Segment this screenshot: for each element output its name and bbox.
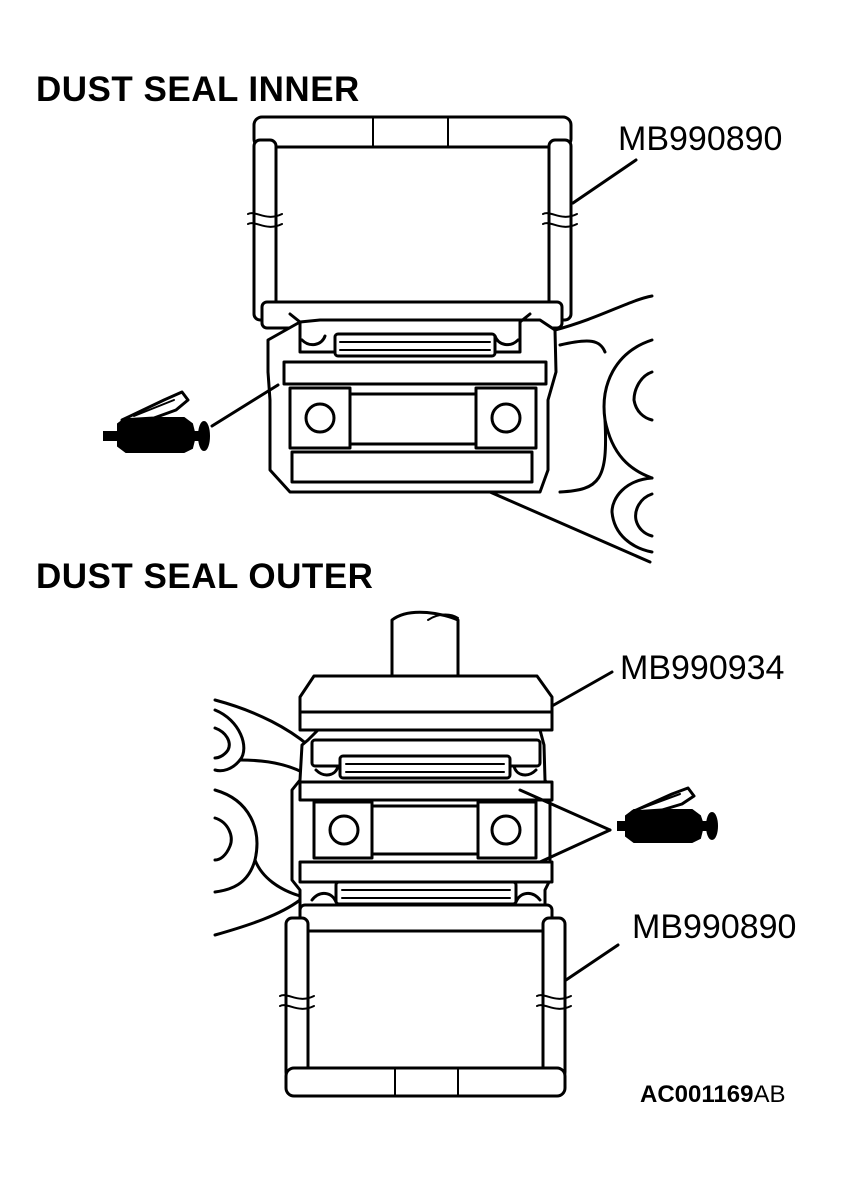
knuckle-arm-outer — [213, 698, 310, 937]
figure-id-code: AC001169 — [640, 1081, 754, 1108]
installer-tool-outer-top — [298, 610, 554, 732]
grease-leader-outer-lower — [538, 828, 612, 864]
grease-leader-inner — [210, 383, 280, 428]
grease-gun-icon — [617, 786, 718, 843]
inner-section-title: DUST SEAL INNER — [36, 70, 360, 109]
tool-leader-outer-bottom — [564, 943, 620, 982]
outer-section-title: DUST SEAL OUTER — [36, 557, 374, 596]
outer-tool-label-top: MB990934 — [620, 649, 785, 687]
installer-tool-outer-bottom — [279, 903, 572, 1098]
figure-id-suffix: AB — [753, 1081, 786, 1108]
figure-id: AC001169AB — [640, 1081, 785, 1109]
tool-leader-inner — [571, 158, 638, 205]
grease-leader-outer-upper — [518, 788, 612, 832]
hub-bearing-inner — [266, 312, 558, 494]
knuckle-arm-inner — [488, 294, 654, 564]
tool-leader-outer-top — [550, 670, 614, 708]
installer-tool-inner — [247, 115, 578, 330]
grease-gun-icon — [103, 390, 210, 453]
hub-bearing-outer — [290, 728, 554, 912]
inner-tool-label: MB990890 — [618, 120, 783, 158]
outer-tool-label-bottom: MB990890 — [632, 908, 797, 946]
